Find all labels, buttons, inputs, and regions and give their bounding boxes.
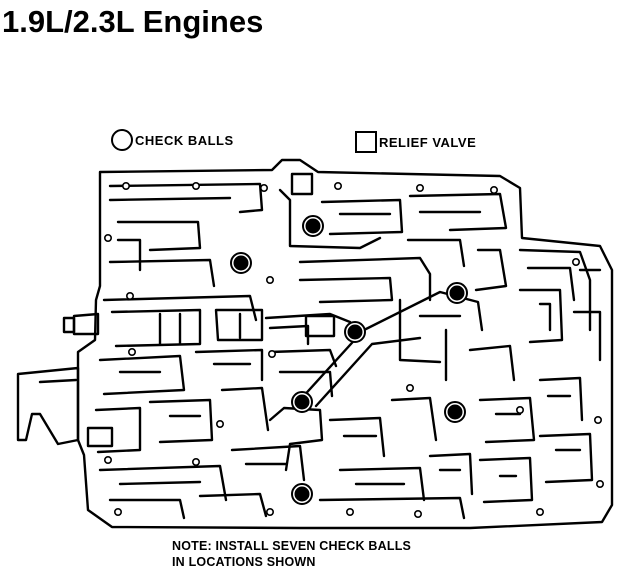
check-ball-1 <box>302 215 324 237</box>
install-note-line-2: IN LOCATIONS SHOWN <box>172 555 316 569</box>
relief-valve-symbol-icon <box>355 131 377 153</box>
check-ball-5 <box>291 391 313 413</box>
check-ball-symbol-icon <box>111 129 133 151</box>
legend-check-balls: CHECK BALLS <box>111 129 234 151</box>
page-title: 1.9L/2.3L Engines <box>2 4 264 39</box>
check-ball-6 <box>444 401 466 423</box>
legend-relief-valve: RELIEF VALVE <box>355 131 476 153</box>
relief-valve-marker <box>290 172 314 196</box>
legend-relief-valve-label: RELIEF VALVE <box>379 134 477 150</box>
install-note-line-1: NOTE: INSTALL SEVEN CHECK BALLS <box>172 539 412 553</box>
check-ball-7 <box>291 483 313 505</box>
check-ball-2 <box>230 252 252 274</box>
check-ball-4 <box>344 321 366 343</box>
manual-valve-shaft <box>16 366 80 446</box>
install-note: NOTE: INSTALL SEVEN CHECK BALLS IN LOCAT… <box>172 538 532 570</box>
check-ball-3 <box>446 282 468 304</box>
legend-check-balls-label: CHECK BALLS <box>135 132 234 148</box>
valve-body-outline <box>76 158 614 530</box>
